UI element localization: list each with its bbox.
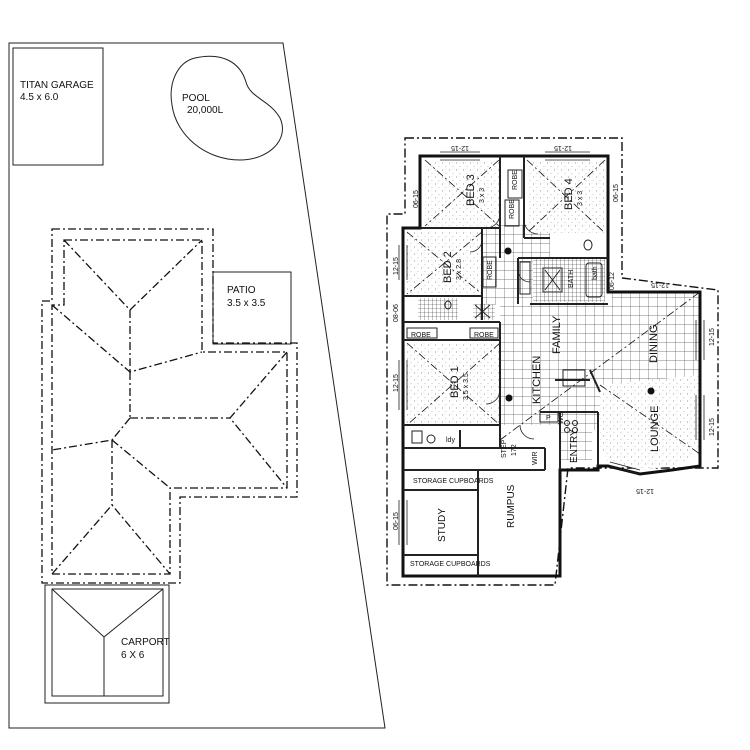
storage-top-label: STORAGE CUPBOARDS [413,478,494,485]
dining-label: DINING [648,325,660,364]
patio-label: PATIO [227,285,256,296]
garage-label: TITAN GARAGE [20,80,94,91]
rumpus-label: RUMPUS [506,484,517,528]
dim-top-left: 12-15 [451,144,469,151]
door-swings [469,213,539,440]
windows [398,151,705,545]
bath-fixture-label: bath [592,266,599,280]
bed1-size: 3.5 x 3.5 [463,373,470,400]
step-height-label: 172 [511,444,518,456]
robe-label-bed1a: ROBE [411,332,431,339]
house-roof-plan [41,228,298,584]
bed3-label: BED 3 [465,174,477,206]
garage-size: 4.5 x 6.0 [20,92,59,103]
wir-label: WIR [532,451,539,465]
patio-size: 3.5 x 3.5 [227,298,266,309]
study-label: STUDY [437,508,448,542]
robe-label-bed4: ROBE [509,199,516,219]
pantry-label: P [546,415,551,422]
robe-units [406,169,523,339]
carport-size: 6 X 6 [121,650,145,661]
bed1-label: BED 1 [449,366,461,398]
dim-right-bed4: 06-15 [613,184,620,202]
pool-label: POOL [182,93,210,104]
wo-label: WO [558,411,565,424]
robe-label-bed1b: ROBE [474,332,494,339]
dim-family-top: 12-15 [651,281,669,288]
dim-lounge-bottom: 12-15 [636,487,654,494]
family-label: FAMILY [551,315,563,354]
ensuite-floor [418,298,458,320]
site-boundary [8,42,386,729]
dim-left-study: 06-15 [393,512,400,530]
step-label: STEP [501,439,508,458]
ldy-label: ldy [446,437,455,444]
dim-left-bed2: 12-15 [393,257,400,275]
bath-floor [533,258,605,302]
dim-left-bed1: 12-15 [393,374,400,392]
robe-label-bed2: ROBE [487,260,494,280]
lounge-label: LOUNGE [649,406,661,452]
garage-outline [12,47,104,166]
room-diagonals [406,159,701,455]
dim-left-mid: 08-06 [393,304,400,322]
pool-outline [170,55,283,161]
bath-label: BATH [568,270,575,288]
light-points [504,247,655,402]
carport-label: CARPORT [121,637,170,648]
entry-label: ENTRY [569,429,580,463]
pool-volume: 20,000L [187,105,224,116]
fixtures [411,239,603,444]
storage-bottom-label: STORAGE CUPBOARDS [410,561,491,568]
dim-bath-right: 06-12 [609,272,616,290]
bed2-size: 3 x 2.8 [456,259,463,280]
robe-label-bed3: ROBE [512,170,519,190]
dim-right-lounge: 12-15 [709,418,716,436]
bed2-label: BED 2 [442,251,454,283]
eave-line [386,137,719,586]
bed4-label: BED 4 [563,178,575,210]
lounge-floor [600,375,700,470]
kitchen-label: KITCHEN [531,356,543,404]
bed4-size: 3 x 3 [577,191,584,206]
dim-left-bed3: 06-15 [413,190,420,208]
carport [44,584,170,704]
dim-top-right: 12-15 [554,144,572,151]
bed3-size: 3 x 3 [479,188,486,203]
external-walls [401,154,702,578]
dim-right-family: 12-15 [709,328,716,346]
